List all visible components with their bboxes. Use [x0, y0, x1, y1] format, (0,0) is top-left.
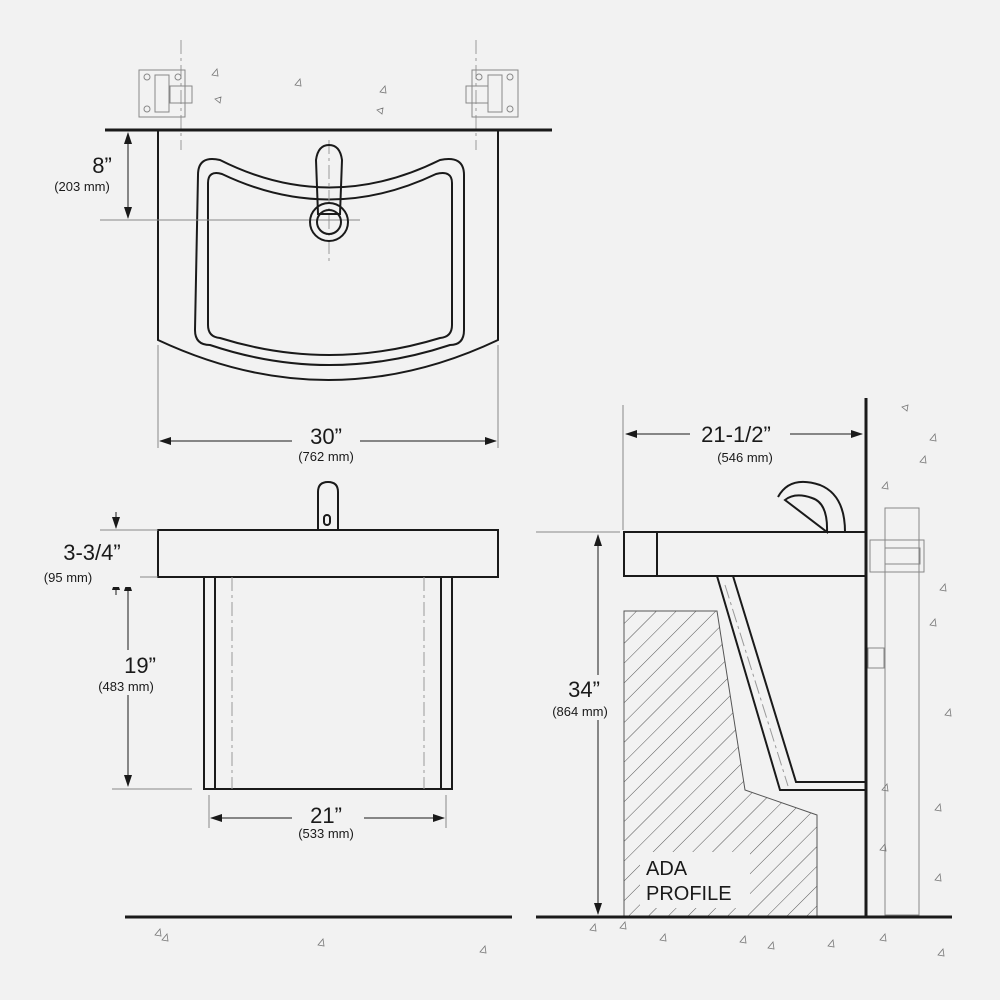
concrete-texture: [154, 68, 952, 957]
deck-side: [623, 531, 867, 577]
dim-30-metric: (762 mm): [298, 449, 354, 464]
dim-3-3-4-metric: (95 mm): [44, 570, 92, 585]
basin-outer: [193, 158, 465, 366]
deck-front: [157, 529, 499, 578]
ada-label-line2: PROFILE: [646, 883, 732, 905]
dim-21-metric: (533 mm): [298, 826, 354, 841]
dim-34-imperial: 34”: [568, 677, 600, 702]
faucet-side: [777, 481, 846, 534]
left-wall-bracket: [138, 69, 193, 118]
basin-inner: [207, 172, 453, 356]
drain-inner: [316, 209, 342, 235]
faucet-top: [314, 143, 344, 215]
top-view: 8” (203 mm) 30” (762 mm): [40, 40, 552, 464]
support-bracket-side: [716, 575, 866, 791]
dim-21-imperial: 21”: [310, 803, 342, 828]
dim-34-metric: (864 mm): [552, 704, 608, 719]
supply-pipe: [884, 507, 920, 916]
dim-19-imperial: 19”: [124, 653, 156, 678]
dim-21-1-2-imperial: 21-1/2”: [701, 422, 771, 447]
dim-21-1-2-metric: (546 mm): [717, 450, 773, 465]
side-view: ADA PROFILE 21-1/2” (546 mm) 34” (864 mm…: [536, 398, 952, 919]
right-wall-bracket: [465, 69, 519, 118]
front-view: 3-3/4” (95 mm) 19” (483 mm) 21” (533 mm): [40, 480, 512, 919]
dim-8-imperial: 8”: [92, 153, 112, 178]
dim-3-3-4-imperial: 3-3/4”: [63, 540, 120, 565]
dim-8-metric: (203 mm): [54, 179, 110, 194]
dim-19-metric: (483 mm): [98, 679, 154, 694]
ada-label-line1: ADA: [646, 858, 688, 880]
left-leg: [203, 576, 216, 790]
right-leg: [440, 576, 453, 790]
drain-outer: [309, 202, 349, 242]
faucet-front: [317, 480, 339, 530]
sink-outline-top: [157, 130, 499, 381]
dim-30-imperial: 30”: [310, 424, 342, 449]
